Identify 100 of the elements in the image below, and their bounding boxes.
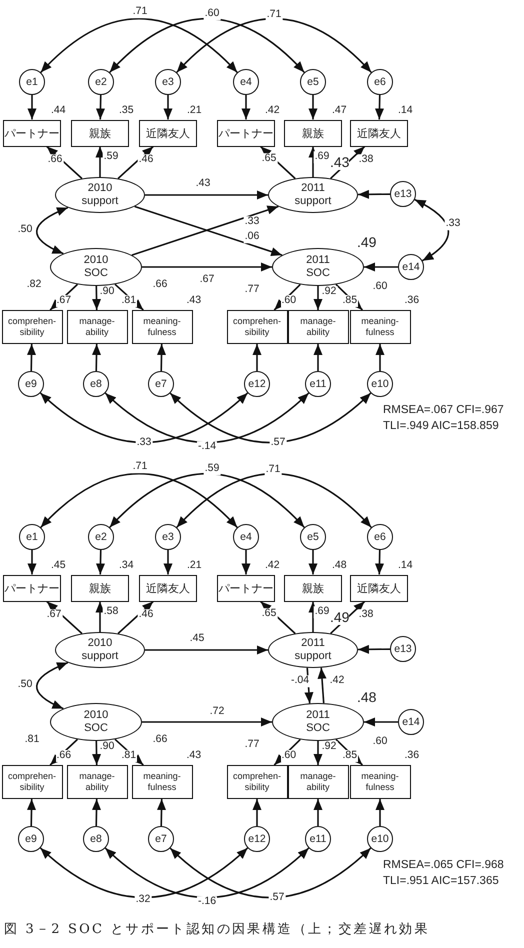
latent-variable-ellipse: 2010 support: [55, 177, 145, 213]
arrow: [314, 286, 322, 310]
edge-label: .66: [46, 154, 64, 166]
arrow: [28, 95, 36, 120]
arrow: [318, 668, 326, 704]
arrow: [142, 718, 272, 726]
arrow: [308, 550, 318, 574]
arrow: [142, 262, 272, 272]
arrow: [374, 94, 384, 120]
indicator-box: 親族: [71, 120, 129, 146]
arrow: [118, 146, 154, 180]
double-headed-arrow: [36, 206, 68, 254]
arrow: [92, 740, 102, 766]
indicator-box: comprehen- sibility: [2, 310, 62, 344]
arrow: [92, 286, 102, 310]
arrow: [376, 799, 384, 826]
arrow: [242, 95, 250, 120]
arrow: [27, 798, 36, 826]
coefficient-label: .45: [50, 560, 67, 572]
error-circle: e6: [367, 69, 393, 95]
error-circle: e10: [367, 371, 393, 397]
error-circle: e9: [18, 371, 44, 397]
arrow: [27, 344, 36, 372]
indicator-box: meaning- fulness: [132, 310, 192, 344]
error-circle: e13: [390, 181, 416, 207]
arrow: [374, 550, 384, 575]
arrow: [96, 602, 104, 632]
edge-label: .71: [266, 9, 282, 21]
arrow: [28, 550, 36, 574]
coefficient-label: .60: [280, 295, 298, 307]
latent-variable-ellipse: 2010 support: [55, 632, 145, 668]
error-circle: e12: [244, 371, 270, 397]
error-circle: e13: [390, 636, 416, 662]
fit-statistics-text: TLI=.951 AIC=157.365: [383, 875, 499, 887]
error-circle: e1: [19, 69, 45, 95]
double-headed-arrow: [104, 847, 310, 898]
arrow: [252, 344, 262, 371]
figure-caption: 図 3－2 SOC とサポート認知の因果構造（上；交差遅れ効果: [4, 921, 430, 938]
double-headed-arrow: [104, 392, 310, 444]
arrow: [145, 646, 268, 654]
coefficient-label: .60: [280, 750, 298, 762]
indicator-box: 近隣友人: [139, 120, 197, 146]
coefficient-label: .43: [330, 155, 350, 170]
arrow: [364, 718, 398, 726]
arrow: [157, 798, 166, 826]
indicator-box: manage- ability: [288, 310, 348, 344]
indicator-box: manage- ability: [66, 310, 128, 344]
indicator-box: 近隣友人: [139, 574, 197, 602]
indicator-box: meaning- fulness: [350, 310, 410, 344]
arrow: [96, 94, 105, 120]
indicator-box: 近隣友人: [350, 120, 408, 146]
indicator-box: manage- ability: [66, 765, 128, 799]
error-circle: e4: [233, 69, 259, 95]
arrow: [308, 146, 318, 177]
double-headed-arrow: [40, 847, 248, 898]
latent-variable-ellipse: 2011 SOC: [272, 703, 364, 741]
error-circle: e14: [398, 254, 424, 280]
indicator-box: 近隣友人: [350, 574, 408, 602]
error-circle: e2: [88, 524, 114, 550]
latent-variable-ellipse: 2011 support: [268, 632, 358, 668]
arrow: [260, 146, 296, 180]
edge-label: .06: [244, 231, 260, 243]
coefficient-label: .81: [120, 750, 138, 762]
arrow: [358, 190, 390, 199]
error-circle: e7: [148, 371, 174, 397]
latent-variable-ellipse: 2011 support: [268, 177, 358, 213]
double-headed-arrow: [170, 392, 372, 444]
coefficient-label: .85: [342, 295, 358, 307]
arrow: [314, 799, 322, 826]
arrow: [330, 146, 366, 180]
coefficient-label: .48: [357, 690, 376, 706]
arrow: [46, 146, 82, 180]
edge-label: .71: [132, 6, 148, 18]
coefficient-label: .81: [120, 295, 138, 307]
edge-label: .60: [204, 8, 220, 20]
coefficient-label: .66: [56, 750, 72, 762]
edge-label: .69: [314, 151, 330, 163]
fit-statistics-text: TLI=.949 AIC=158.859: [383, 420, 499, 432]
arrow: [314, 344, 322, 371]
fit-statistics-text: RMSEA=.065 CFI=.968: [383, 859, 504, 871]
error-circle: e14: [398, 709, 424, 735]
error-circle: e4: [233, 524, 259, 550]
indicator-box: パートナー: [217, 120, 275, 146]
edge-label: .65: [260, 608, 278, 620]
arrow: [164, 550, 172, 574]
arrow: [118, 600, 154, 634]
indicator-box: comprehen- sibility: [226, 765, 288, 799]
arrow: [92, 344, 101, 372]
latent-variable-ellipse: 2010 SOC: [50, 703, 142, 741]
coefficient-label: .49: [357, 235, 376, 250]
double-headed-arrow: [170, 848, 372, 898]
arrow: [46, 600, 82, 634]
edge-label: -.04: [290, 675, 310, 687]
error-circle: e2: [88, 69, 114, 95]
arrow: [330, 600, 366, 634]
error-circle: e5: [300, 69, 326, 95]
arrow: [314, 741, 322, 765]
indicator-box: comprehen- sibility: [226, 310, 288, 344]
indicator-box: パートナー: [217, 574, 275, 602]
arrow: [364, 262, 398, 272]
